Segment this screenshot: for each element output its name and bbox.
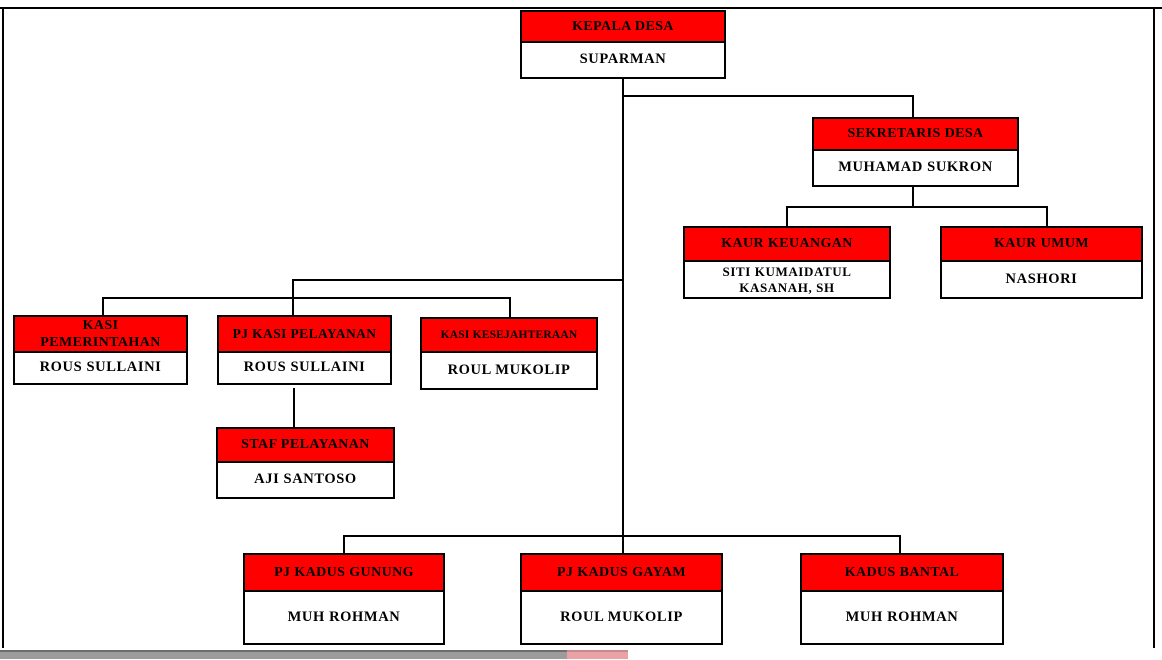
org-node-kasi-kesejahteraan: KASI KESEJAHTERAAN ROUL MUKOLIP: [420, 317, 598, 390]
bottom-page-edge-bar: [0, 650, 567, 659]
connector-kaur-stem: [912, 185, 914, 208]
node-name: ROUS SULLAINI: [15, 353, 186, 383]
org-node-sekretaris-desa: SEKRETARIS DESA MUHAMAD SUKRON: [812, 117, 1019, 187]
connector-sekretaris-h: [622, 95, 914, 97]
page-border-top: [0, 7, 1162, 9]
node-title: STAF PELAYANAN: [218, 429, 393, 463]
node-title: KAUR KEUANGAN: [685, 228, 889, 262]
connector-kasi-lower-h: [102, 297, 511, 299]
page-border-left: [2, 7, 4, 648]
connector-kadus-bantal-v: [899, 535, 901, 554]
connector-kasi-kesejahteraan-v: [509, 297, 511, 317]
connector-sekretaris-v: [912, 95, 914, 119]
node-name: MUH ROHMAN: [802, 592, 1002, 643]
org-node-staf-pelayanan: STAF PELAYANAN AJI SANTOSO: [216, 427, 395, 499]
node-title: KADUS BANTAL: [802, 555, 1002, 592]
org-node-pj-kasi-pelayanan: PJ KASI PELAYANAN ROUS SULLAINI: [217, 315, 392, 385]
node-name: SUPARMAN: [522, 43, 724, 77]
node-name: SITI KUMAIDATUL KASANAH, SH: [685, 262, 889, 297]
page-border-right: [1153, 7, 1155, 648]
node-title: PJ KADUS GAYAM: [522, 555, 721, 592]
node-title: KASI KESEJAHTERAAN: [422, 319, 596, 353]
node-name: MUHAMAD SUKRON: [814, 151, 1017, 185]
connector-kasi-pemerintahan-v: [102, 297, 104, 317]
node-name: ROUL MUKOLIP: [522, 592, 721, 643]
connector-kadus-h: [343, 535, 901, 537]
node-name: NASHORI: [942, 262, 1141, 297]
node-name: AJI SANTOSO: [218, 463, 393, 497]
connector-kaur-h: [786, 206, 1048, 208]
org-node-kadus-bantal: KADUS BANTAL MUH ROHMAN: [800, 553, 1004, 645]
org-node-kasi-pemerintahan: KASI PEMERINTAHAN ROUS SULLAINI: [13, 315, 188, 385]
bottom-page-edge-bar-red-segment: [567, 650, 628, 659]
node-name: ROUL MUKOLIP: [422, 353, 596, 388]
node-name: ROUS SULLAINI: [219, 353, 390, 383]
org-node-pj-kadus-gayam: PJ KADUS GAYAM ROUL MUKOLIP: [520, 553, 723, 645]
node-title: PJ KASI PELAYANAN: [219, 317, 390, 353]
connector-staf-pelayanan-v: [293, 388, 295, 429]
connector-kadus-gunung-v: [343, 535, 345, 554]
connector-kasi-upper-h: [292, 279, 624, 281]
org-node-kaur-umum: KAUR UMUM NASHORI: [940, 226, 1143, 299]
connector-kaur-keuangan-v: [786, 206, 788, 227]
node-title: KASI PEMERINTAHAN: [15, 317, 186, 353]
connector-kaur-umum-v: [1046, 206, 1048, 227]
node-title: PJ KADUS GUNUNG: [245, 555, 443, 592]
node-title: SEKRETARIS DESA: [814, 119, 1017, 151]
org-node-pj-kadus-gunung: PJ KADUS GUNUNG MUH ROHMAN: [243, 553, 445, 645]
connector-main-trunk: [622, 77, 624, 553]
node-title: KAUR UMUM: [942, 228, 1141, 262]
node-title: KEPALA DESA: [522, 12, 724, 43]
org-node-kaur-keuangan: KAUR KEUANGAN SITI KUMAIDATUL KASANAH, S…: [683, 226, 891, 299]
node-name: MUH ROHMAN: [245, 592, 443, 643]
org-node-kepala-desa: KEPALA DESA SUPARMAN: [520, 10, 726, 79]
